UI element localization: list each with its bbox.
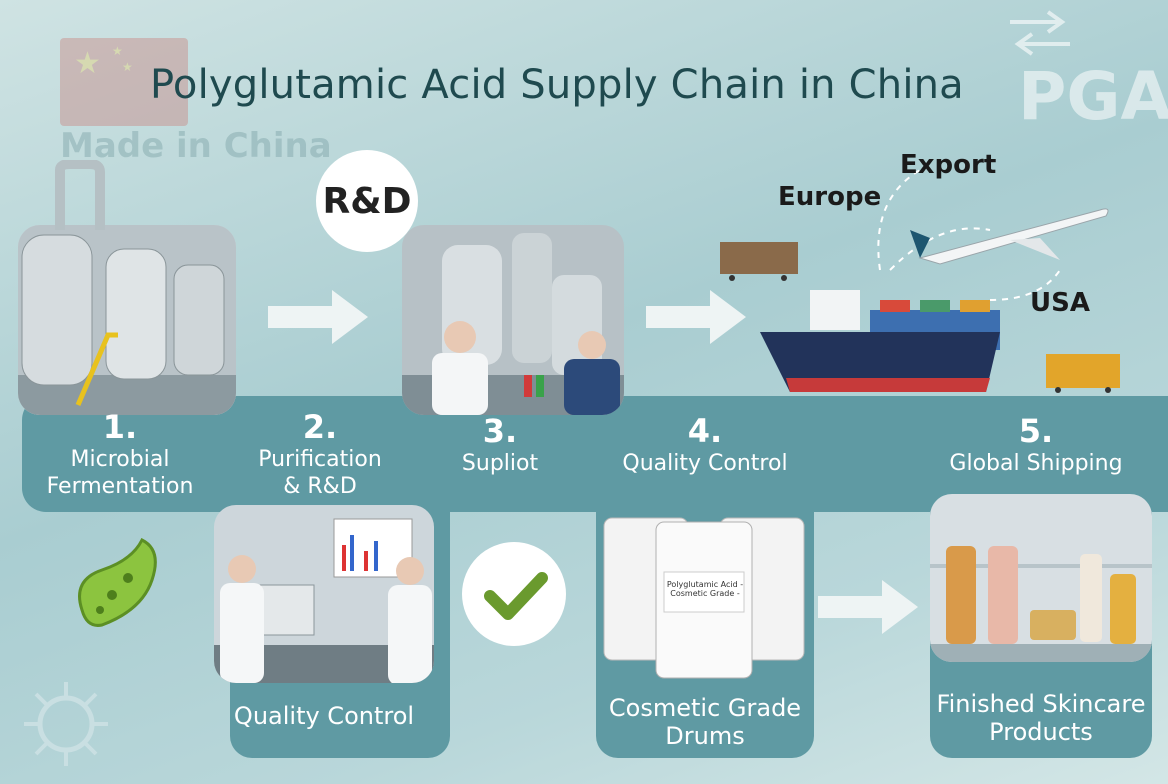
- shipping-illustration: [760, 169, 1109, 392]
- skincare-products-photo: [930, 494, 1152, 662]
- rd-badge: R&D: [316, 150, 418, 252]
- lab-photo: [402, 225, 624, 415]
- step-4: 4. Quality Control: [600, 412, 810, 477]
- drum-label: Polyglutamic Acid - Cosmetic Grade -: [658, 580, 752, 598]
- check-icon: [484, 572, 548, 620]
- drum-label-line: Cosmetic Grade -: [670, 589, 740, 598]
- step-number: 1.: [102, 408, 138, 446]
- made-in-china-watermark: Made in China: [60, 126, 332, 166]
- step-3: 3. Supliot: [410, 412, 590, 477]
- china-flag-icon: ★ ★ ★: [60, 38, 188, 126]
- step-label: Microbial: [70, 447, 170, 472]
- check-badge: [462, 542, 566, 646]
- step-number: 3.: [482, 412, 518, 450]
- swap-arrows-icon: [1010, 10, 1070, 56]
- products-caption-line: Products: [989, 718, 1093, 746]
- step-1: 1. Microbial Fermentation: [20, 408, 220, 500]
- products-caption: Finished Skincare Products: [930, 690, 1152, 746]
- qc-lab-photo: [214, 505, 434, 683]
- usa-label: USA: [1030, 288, 1090, 318]
- step-label: Fermentation: [46, 474, 194, 499]
- drums-caption: Cosmetic Grade Drums: [596, 694, 814, 750]
- container-icon: [1046, 354, 1120, 393]
- drums-illustration: [603, 517, 805, 679]
- fermentation-photo: [18, 225, 236, 415]
- step-label: Supliot: [461, 451, 539, 476]
- qc-caption: Quality Control: [233, 702, 415, 730]
- drums-caption-line: Cosmetic Grade: [608, 694, 802, 722]
- drum-label-line: Polyglutamic Acid -: [666, 580, 744, 589]
- rd-badge-label: R&D: [322, 180, 412, 222]
- virus-icon: [24, 682, 108, 766]
- step-label: Quality Control: [622, 451, 788, 476]
- arrow-right-icon: [268, 290, 368, 344]
- step-label: Purification: [258, 447, 382, 472]
- products-caption-line: Finished Skincare: [936, 690, 1146, 718]
- step-label: Global Shipping: [949, 451, 1123, 476]
- arrow-right-icon: [646, 290, 746, 344]
- step-number: 5.: [1018, 412, 1054, 450]
- page-title: Polyglutamic Acid Supply Chain in China: [150, 62, 964, 108]
- pga-watermark: PGA: [1018, 58, 1168, 135]
- bacteria-icon: [78, 537, 157, 627]
- drums-caption-line: Drums: [665, 722, 745, 750]
- europe-label: Europe: [778, 182, 882, 212]
- step-band: [22, 396, 1168, 512]
- pipe-icon: [55, 160, 105, 230]
- step-number: 4.: [687, 412, 723, 450]
- step-label: & R&D: [283, 474, 357, 499]
- step-5: 5. Global Shipping: [926, 412, 1146, 477]
- truck-icon: [720, 242, 798, 281]
- export-label: Export: [900, 150, 997, 180]
- step-2: 2. Purification & R&D: [220, 408, 420, 500]
- step-number: 2.: [302, 408, 338, 446]
- arrow-right-icon: [818, 580, 918, 634]
